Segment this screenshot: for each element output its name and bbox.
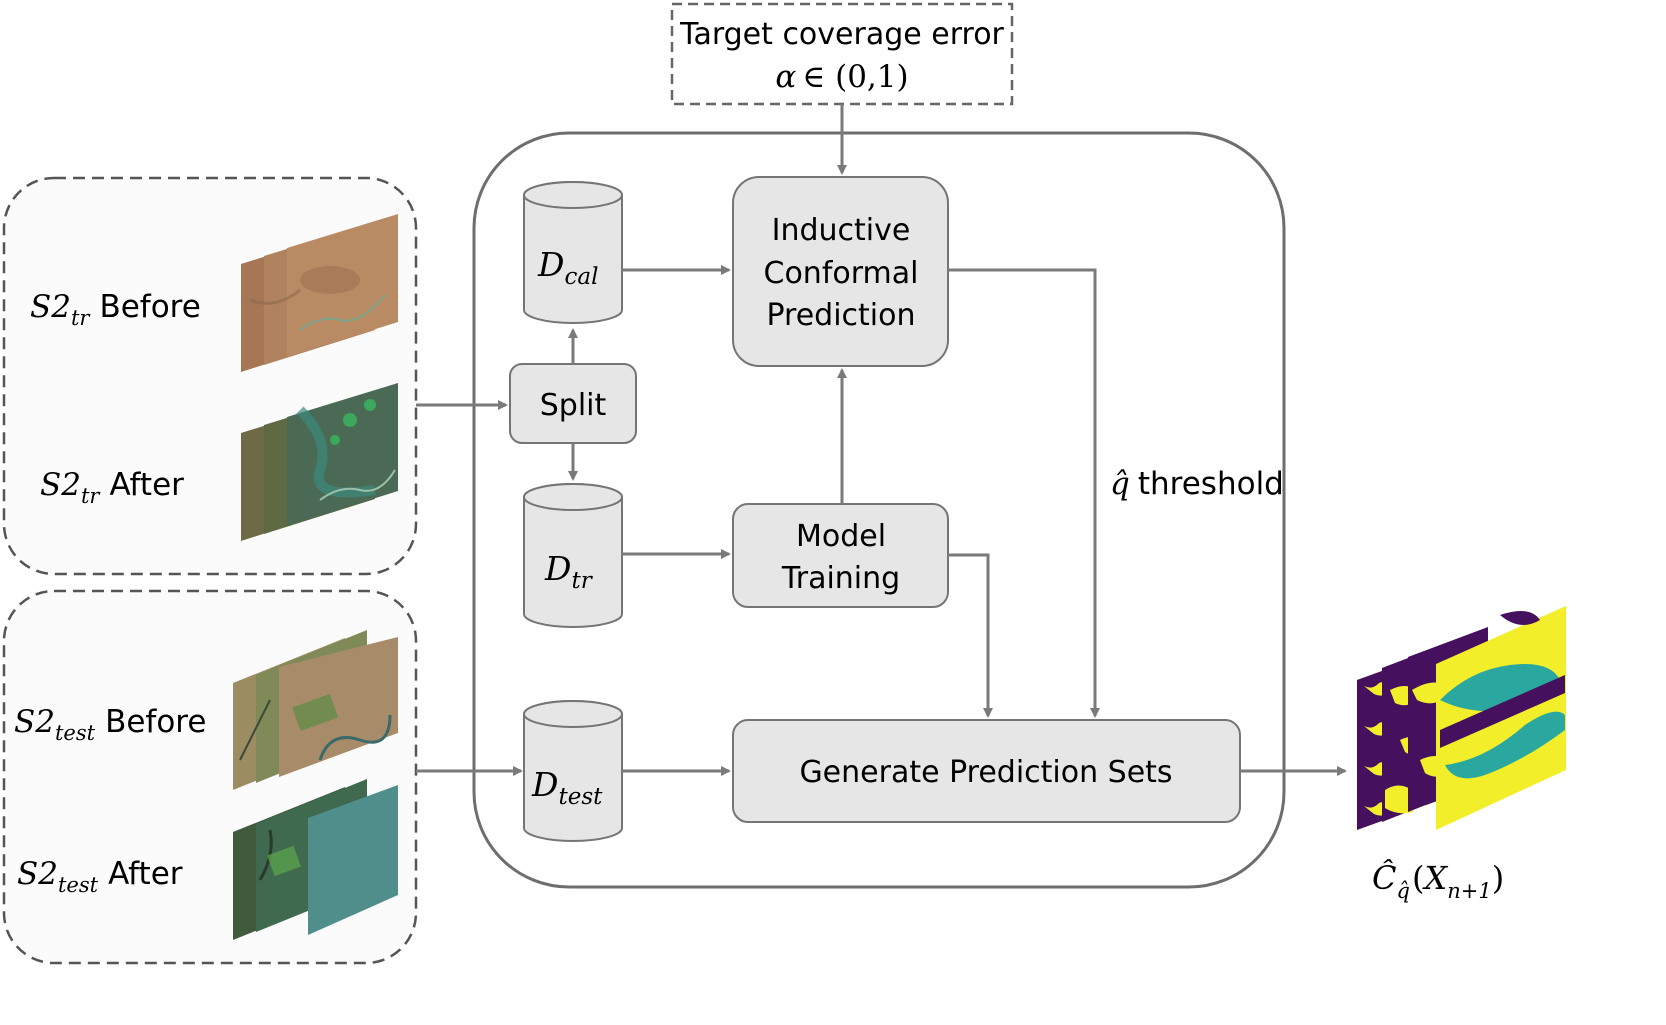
conformal-pipeline-container (472, 131, 1286, 889)
model-training-label-line1: Model (796, 519, 886, 554)
test-before-image-stack (233, 630, 398, 790)
output-label: Ĉq̂(Xn+1) (1372, 859, 1504, 903)
generate-prediction-sets-label: Generate Prediction Sets (799, 755, 1172, 790)
dataset-test-label: Dtest (531, 765, 603, 810)
arrow-model-to-generate (948, 553, 993, 718)
prediction-set-mask-stack (1357, 606, 1566, 830)
icp-label-line3: Prediction (766, 298, 915, 333)
model-training-label-line2: Training (781, 561, 900, 596)
target-coverage-title: Target coverage error (679, 17, 1004, 52)
threshold-label: q̂threshold (1110, 466, 1284, 502)
dataset-cal-cylinder: Dcal (523, 181, 623, 324)
train-after-image-stack (241, 383, 398, 541)
alpha-range: α∈ (0,1) (775, 59, 908, 95)
icp-label-line2: Conformal (764, 256, 919, 291)
dataset-tr-label: Dtr (544, 549, 594, 594)
dataset-cal-label: Dcal (537, 245, 598, 290)
dataset-test-cylinder: Dtest (523, 700, 623, 842)
test-after-image-stack (233, 779, 398, 940)
train-before-image-stack (241, 214, 398, 372)
dataset-tr-cylinder: Dtr (523, 483, 623, 628)
arrow-icp-threshold-to-generate (948, 268, 1100, 718)
flow-arrows (416, 104, 1347, 776)
icp-label-line1: Inductive (772, 213, 911, 248)
target-coverage-box (670, 2, 1014, 106)
split-label: Split (540, 388, 607, 423)
